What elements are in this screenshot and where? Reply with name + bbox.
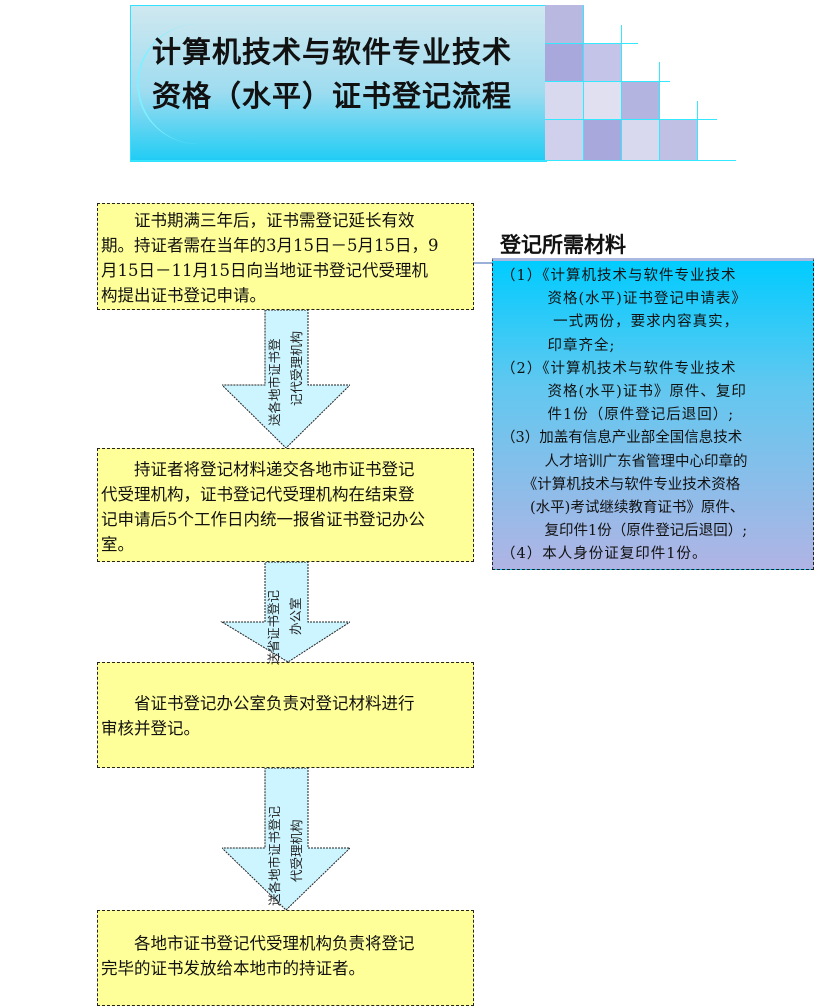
arrow-label-line: 送各地市证书登 [267, 338, 282, 426]
material-line: （3）加盖有信息产业部全国信息技术 [501, 430, 743, 447]
material-line: （2）《计算机技术与软件专业技术 [501, 360, 737, 377]
material-line: 人才培训广东省管理中心印章的 [501, 453, 748, 470]
arrow-label-line: 记代受理机构 [289, 330, 304, 406]
materials-panel: （1）《计算机技术与软件专业技术 资格(水平)证书登记申请表》 一式两份，要求内… [492, 258, 814, 570]
arrow-label-line: 送各地市证书登记 [267, 805, 282, 906]
step-text-line: 审核并登记。 [101, 719, 200, 738]
step-text-line: 月15日－11月15日向当地证书登记代受理机 [101, 261, 428, 280]
material-line: （4）本人身份证复印件1份。 [501, 546, 708, 563]
step-text-line: 各地市证书登记代受理机构负责将登记 [101, 934, 415, 953]
materials-title: 登记所需材料 [500, 233, 626, 257]
step-text-line: 省证书登记办公室负责对登记材料进行 [101, 694, 415, 713]
arrow-down-icon [222, 310, 350, 448]
decorative-arc [137, 24, 259, 144]
step-2-box: 持证者将登记材料递交各地市证书登记 代受理机构，证书登记代受理机构在结束登 记申… [97, 448, 474, 562]
page-title: 计算机技术与软件专业技术 资格（水平）证书登记流程 [152, 30, 512, 118]
step-1-box: 证书期满三年后，证书需登记延长有效 期。持证者需在当年的3月15日－5月15日，… [97, 203, 474, 310]
step-text-line: 期。持证者需在当年的3月15日－5月15日，9 [101, 236, 439, 255]
arrow-1: 送各地市证书登 记代受理机构 [222, 310, 350, 448]
step-4-box: 各地市证书登记代受理机构负责将登记 完毕的证书发放给本地市的持证者。 [97, 910, 474, 1006]
material-line: 件1份（原件登记后退回）; [501, 407, 735, 424]
material-line: 一式两份，要求内容真实， [501, 314, 740, 331]
arrow-label: 送各地市证书登记 代受理机构 [264, 780, 308, 912]
arrow-label-line: 办公室 [288, 597, 303, 635]
step-text-line: 室。 [101, 535, 134, 554]
arrow-down-icon [220, 562, 350, 662]
step-text-line: 记申请后5个工作日内统一报省证书登记办公 [101, 510, 425, 529]
step-text-line: 构提出证书登记申请。 [101, 286, 266, 305]
step-text-line: 代受理机构，证书登记代受理机构在结束登 [101, 485, 415, 504]
material-line: 资格(水平)证书》原件、复印 [501, 384, 747, 401]
material-line: (水平)考试继续教育证书》原件、 [501, 500, 745, 517]
arrow-label: 送省证书登记 办公室 [263, 561, 307, 671]
step-3-box: 省证书登记办公室负责对登记材料进行 审核并登记。 [97, 662, 474, 768]
arrow-down-icon [222, 768, 350, 910]
connector-line [474, 262, 492, 264]
arrow-label: 送各地市证书登 记代受理机构 [264, 318, 308, 450]
step-text-line: 完毕的证书发放给本地市的持证者。 [101, 959, 365, 978]
title-line-1: 计算机技术与软件专业技术 [152, 35, 513, 69]
arrow-label-line: 代受理机构 [289, 819, 304, 882]
material-line: （1）《计算机技术与软件专业技术 [501, 268, 737, 284]
arrow-label-line: 送省证书登记 [266, 589, 281, 665]
arrow-3: 送各地市证书登记 代受理机构 [222, 768, 350, 910]
title-banner [130, 5, 547, 162]
material-line: 印章齐全; [501, 337, 616, 354]
title-line-2: 资格（水平）证书登记流程 [152, 79, 513, 113]
arrow-2: 送省证书登记 办公室 [218, 562, 350, 665]
material-line: 资格(水平)证书登记申请表》 [501, 291, 747, 308]
material-line: 复印件1份（原件登记后退回）; [501, 523, 748, 540]
step-text-line: 证书期满三年后，证书需登记延长有效 [101, 211, 415, 230]
material-line: 《计算机技术与软件专业技术资格 [501, 476, 741, 493]
step-text-line: 持证者将登记材料递交各地市证书登记 [101, 460, 415, 479]
